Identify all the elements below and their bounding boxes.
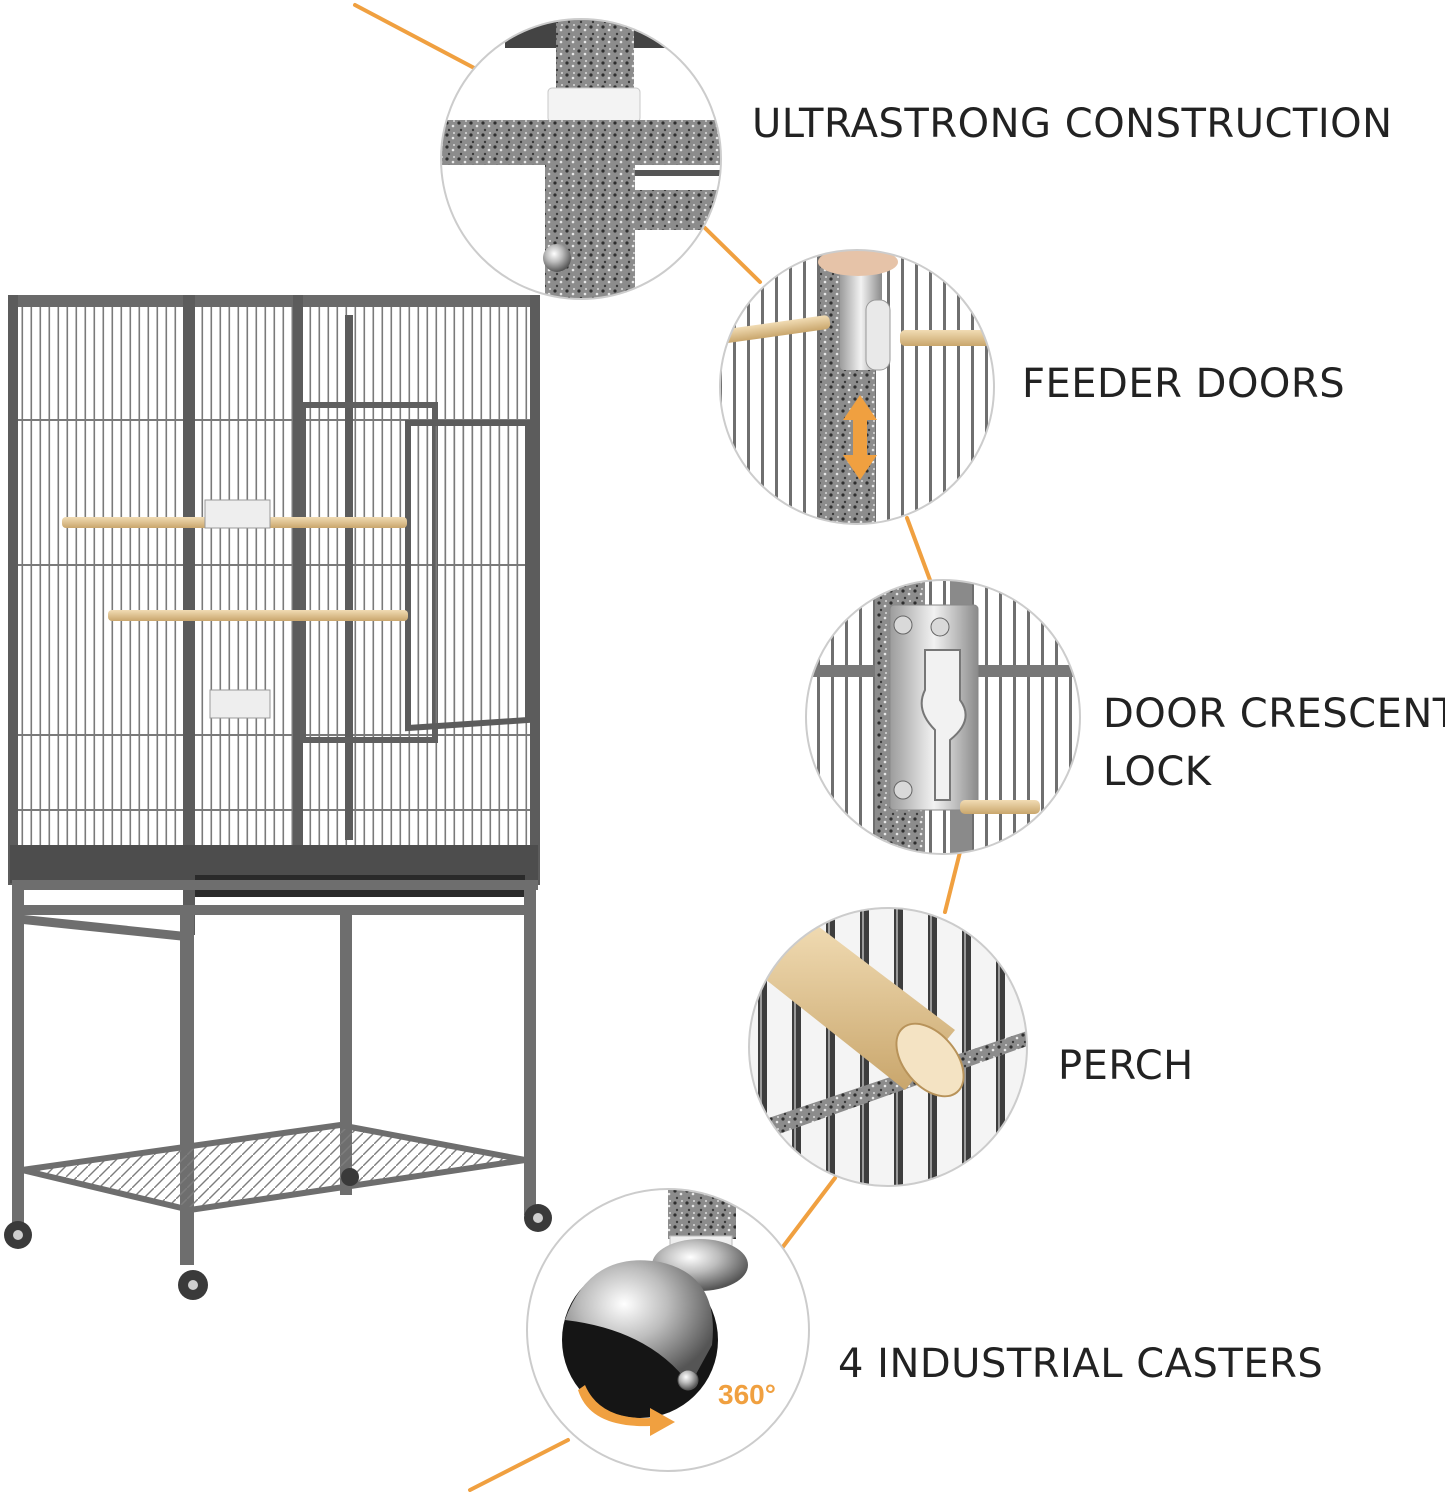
construction-detail-image [440,18,722,300]
feature-label-construction: ULTRASTRONG CONSTRUCTION [752,101,1393,147]
bird-cage [4,295,552,1300]
casters-detail-image: 360° [526,1188,810,1472]
feature-label-perch: PERCH [1058,1043,1194,1089]
feeder-doors-detail-image [719,249,995,525]
feature-label-door-lock-line2: LOCK [1103,749,1212,795]
feature-label-casters: 4 INDUSTRIAL CASTERS [838,1341,1324,1387]
feature-label-door-lock-line1: DOOR CRESCENT [1103,691,1445,737]
door-lock-detail-image [805,579,1081,855]
feature-label-feeder-doors: FEEDER DOORS [1022,361,1346,407]
perch-detail-image [748,907,1028,1187]
connector-line [353,3,962,1492]
feature-label-door-lock: DOOR CRESCENT LOCK [1103,685,1445,801]
rotation-badge: 360° [718,1379,776,1410]
